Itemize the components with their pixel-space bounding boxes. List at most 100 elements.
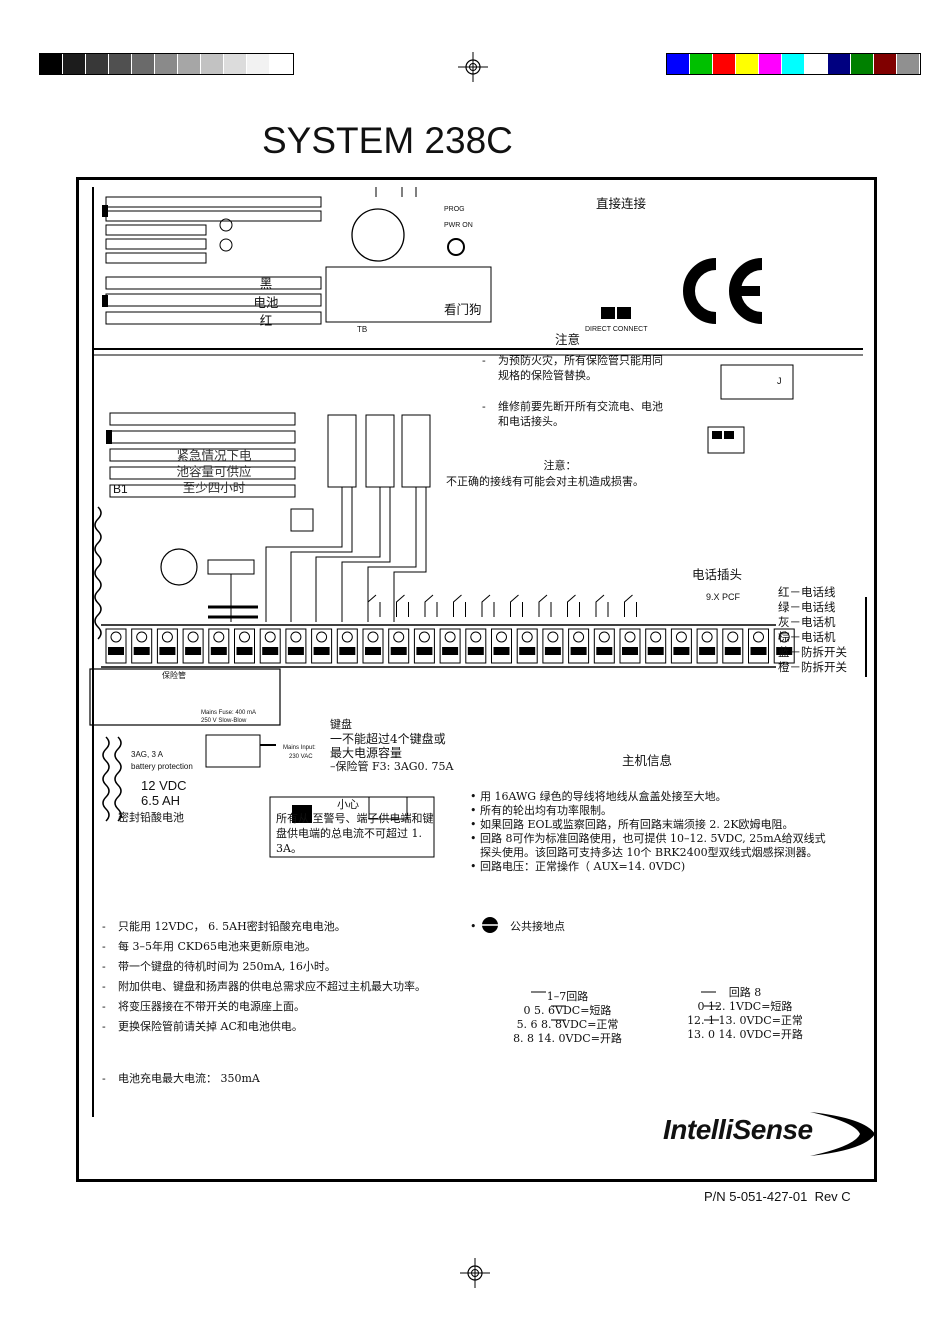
battery-voltage: 12 VDC (141, 778, 187, 793)
terminal-clamp (236, 647, 253, 655)
phone-wire-4: 棕－电话机 (778, 630, 836, 644)
terminal-screw (491, 628, 512, 664)
phone-wire-1: 红－电话线 (778, 585, 836, 599)
terminal-clamp (339, 647, 356, 655)
note-6: 更换保险管前请关掉 AC和电池供电。 (102, 1020, 442, 1034)
color-swatch (851, 54, 874, 74)
terminal-screw-head (624, 631, 636, 643)
terminal-clamp (596, 647, 613, 655)
diagram-frame (76, 177, 877, 1182)
gray-swatch (63, 54, 86, 74)
terminal-screw (234, 628, 255, 664)
phone-wire-3: 灰－电话机 (778, 615, 836, 629)
watchdog-label: 看门狗 (444, 302, 482, 317)
terminal-clamp (313, 647, 330, 655)
color-swatch (667, 54, 690, 74)
charge-current-note: -电池充电最大电流： 350mA (102, 1072, 260, 1085)
terminal-screw (413, 628, 435, 664)
loops-1-7-title: 1–7回路 (546, 990, 589, 1003)
phone-jack-title: 电话插头 (692, 567, 743, 582)
loops-1-7-row-2: 5. 6 8. 8VDC=正常 (516, 1018, 619, 1031)
terminal-screw (773, 628, 795, 664)
terminal-clamp (724, 647, 741, 655)
careful-box-text: 所有从 至警号、端子供电端和键盘供电端的总电流不可超过 1. 3A。 (276, 812, 434, 855)
host-info-title: 主机信息 (622, 753, 673, 768)
terminal-screw-head (136, 631, 148, 643)
terminal-clamp (365, 647, 381, 655)
page-title: SYSTEM 238C (262, 120, 513, 161)
terminal-screw (208, 628, 230, 664)
battery-wire-black: 黑 (259, 276, 273, 291)
loop-8-row-1: 0 12. 1VDC=短路 (697, 1000, 793, 1013)
tb-label: TB (357, 325, 368, 334)
loop-8-row-2: 12. 1 13. 0VDC=正常 (687, 1014, 803, 1027)
mains-input-line-2: 230 VAC (289, 754, 313, 760)
terminal-screw (362, 628, 384, 664)
terminal-screw-head (521, 631, 533, 643)
terminal-clamp (699, 647, 716, 655)
registration-crosshair-bottom (460, 1258, 490, 1288)
terminal-screw (465, 628, 487, 664)
terminal-screw-head (650, 631, 662, 643)
note-2: 每 3–5年用 CKD65电池来更新原电池。 (102, 940, 442, 954)
terminal-screw-head (573, 631, 585, 643)
terminal-screw (542, 628, 564, 664)
terminal-screw-head (316, 631, 328, 643)
gray-swatch (109, 54, 132, 74)
brand-name: IntelliSense (663, 1114, 813, 1145)
j-label: J (777, 376, 782, 386)
caution-item-1: -为预防火灾，所有保险管只能用同规格的保险管替换。 (482, 354, 663, 382)
terminal-screw-head (213, 631, 225, 643)
wiring-diagram (89, 187, 867, 1117)
terminal-screw-head (367, 631, 379, 643)
phone-wire-5: 蓝－防拆开关 (778, 645, 847, 659)
gray-swatch (132, 54, 155, 74)
terminal-screw (619, 628, 641, 664)
terminal-screw-head (418, 631, 430, 643)
terminal-clamp (287, 647, 304, 655)
contact-symbol (538, 594, 552, 617)
gray-swatch (224, 54, 247, 74)
terminal-screw-head (290, 631, 302, 643)
host-info-list: 用 16AWG 绿色的导线将地线从盒盖处接至大地。 所有的轮出均有功率限制。 如… (470, 790, 828, 874)
terminal-clamp (493, 647, 510, 655)
color-swatch (713, 54, 736, 74)
terminal-clamp (647, 647, 664, 655)
terminal-screw-head (496, 631, 507, 643)
terminal-clamp (622, 647, 638, 655)
terminal-screw-head (393, 631, 405, 643)
color-swatch (874, 54, 897, 74)
terminal-screw-head (341, 631, 353, 643)
terminal-clamp (673, 647, 690, 655)
caution-mid-title: 注意： (543, 459, 577, 472)
keypad-line-1: 键盘 (330, 718, 352, 731)
loop-8-row-3: 13. 0 14. 0VDC=开路 (687, 1028, 803, 1041)
terminal-clamp (133, 647, 150, 655)
battery-wire-red: 红 (259, 313, 273, 328)
terminal-screw-head (778, 631, 790, 643)
pwr-on-label: PWR ON (444, 222, 473, 229)
terminal-screw-head (470, 631, 482, 643)
contact-symbol (624, 594, 637, 617)
terminal-screw-head (598, 631, 610, 643)
terminal-screw (311, 628, 333, 664)
contact-symbol (367, 594, 381, 617)
mains-fuse-line-1: Mains Fuse: 400 mA (201, 710, 257, 716)
contact-symbol (481, 594, 495, 617)
battery-protection-line-2: battery protection (131, 762, 193, 771)
contact-symbol (424, 594, 438, 617)
color-swatch (805, 54, 828, 74)
gray-swatch (201, 54, 224, 74)
ground-bullet: • (470, 920, 477, 933)
intellisense-logo (810, 1112, 875, 1156)
loops-1-7-table: 1–7回路 0 5. 6VDC=短路 5. 6 8. 8VDC=正常 8. 8 … (500, 990, 635, 1046)
terminal-screw-head (161, 631, 173, 643)
loops-1-7-row-3: 8. 8 14. 0VDC=开路 (513, 1032, 622, 1045)
emergency-line-3: 至少四小时 (182, 480, 246, 495)
contact-symbol (510, 594, 523, 617)
caution-title: 注意 (555, 332, 581, 347)
caution-item-2: -维修前要先断开所有交流电、电池和电话接头。 (482, 400, 663, 428)
terminal-screw-head (675, 631, 687, 643)
gray-swatch (40, 54, 63, 74)
battery-capacity: 6.5 AH (141, 793, 181, 808)
